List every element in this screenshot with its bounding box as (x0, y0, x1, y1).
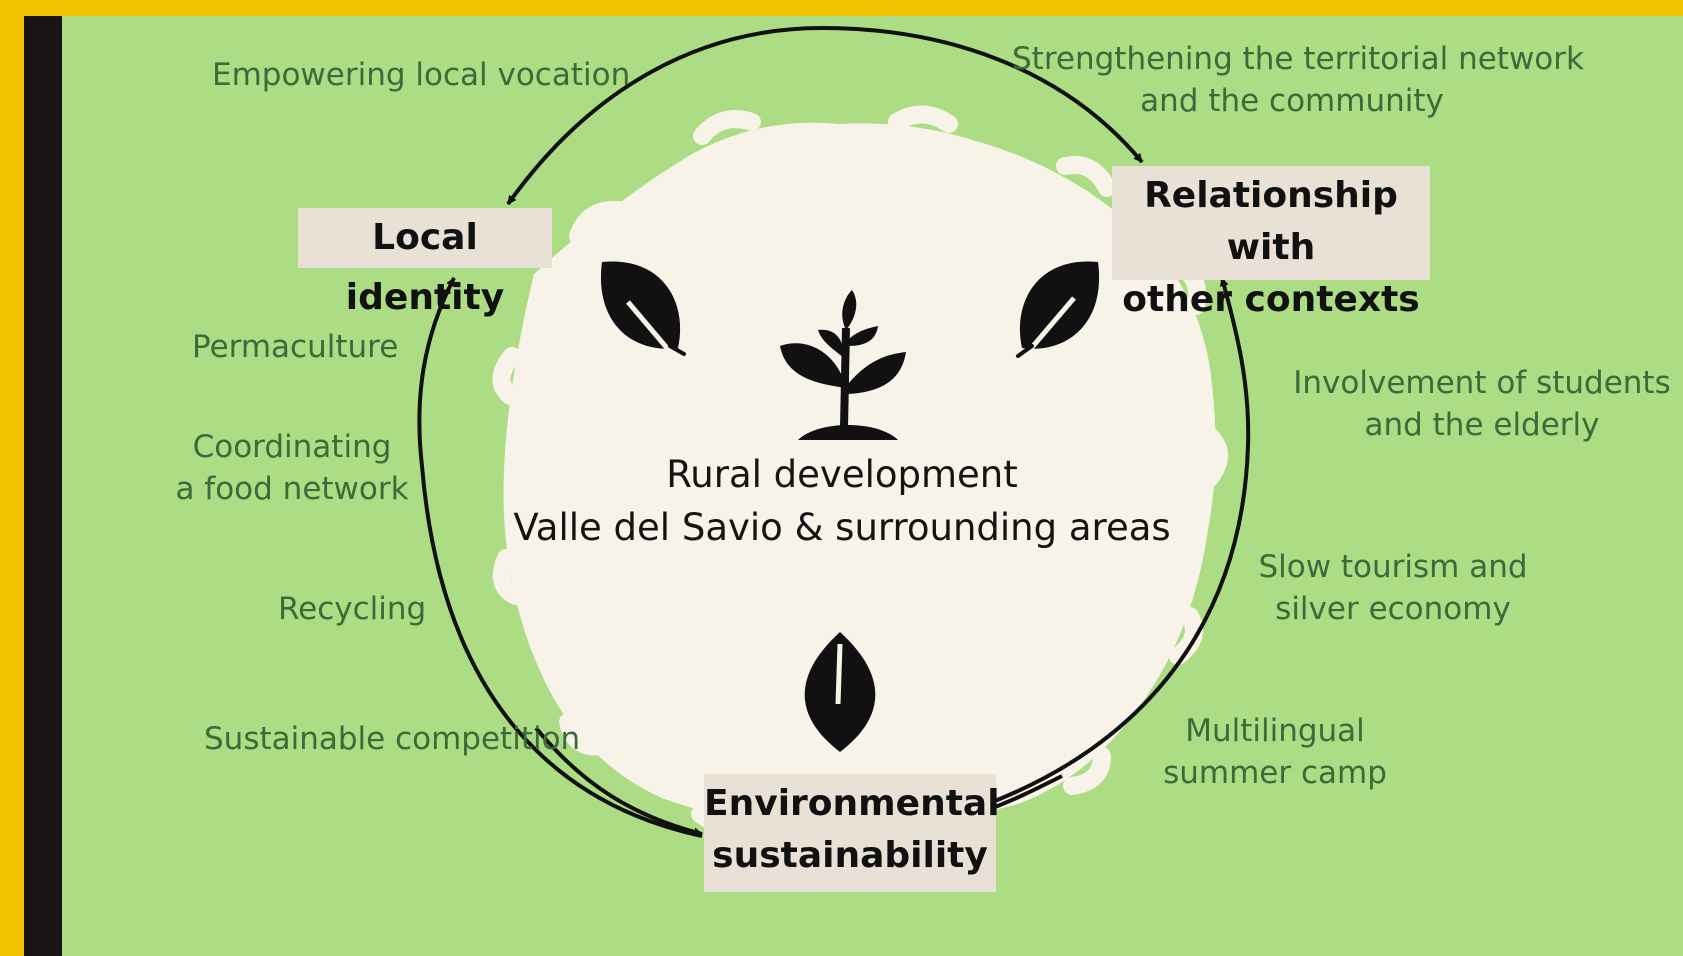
label-strengthening: Strengthening the territorial network an… (1012, 38, 1584, 122)
label-strengthening-line1: Strengthening the territorial network (1012, 41, 1584, 77)
arrow-top-right (821, 26, 1144, 164)
label-camp: Multilingual summer camp (1160, 710, 1390, 794)
center-title: Rural development Valle del Savio & surr… (492, 448, 1192, 554)
node-local-identity-label: Local identity (345, 217, 505, 318)
label-tourism: Slow tourism and silver economy (1258, 546, 1528, 630)
label-camp-line1: Multilingual (1185, 713, 1365, 749)
leaf-icon (804, 632, 876, 752)
leaf-icon (600, 261, 686, 356)
label-students: Involvement of students and the elderly (1262, 362, 1683, 446)
arrow-left-bottom (534, 726, 703, 837)
label-recycling: Recycling (278, 591, 427, 627)
label-tourism-line2: silver economy (1275, 591, 1511, 627)
label-permaculture: Permaculture (192, 329, 399, 365)
node-environmental-line2: sustainability (712, 835, 988, 876)
arrow-right (981, 277, 1251, 808)
node-environmental: Environmental sustainability (704, 774, 1000, 892)
diagram-frame: Rural development Valle del Savio & surr… (24, 16, 1683, 956)
label-students-line1: Involvement of students (1293, 365, 1671, 401)
node-relationship-line2: other contexts (1122, 279, 1420, 320)
label-empowering: Empowering local vocation (212, 57, 631, 93)
node-local-identity: Local identity (298, 208, 552, 318)
label-tourism-line1: Slow tourism and (1258, 549, 1528, 585)
center-title-line2: Valle del Savio & surrounding areas (513, 506, 1171, 549)
arrow-top-left (506, 26, 823, 206)
label-students-line2: and the elderly (1364, 407, 1600, 443)
diagram-artwork (417, 26, 1251, 846)
label-camp-line2: summer camp (1163, 755, 1387, 791)
label-food-network: Coordinating a food network (172, 426, 412, 510)
label-strengthening-line2: and the community (1140, 83, 1444, 119)
sprout-icon (780, 290, 906, 440)
node-relationship: Relationship with other contexts (1112, 166, 1430, 320)
label-food-network-line1: Coordinating (192, 429, 392, 465)
node-environmental-line1: Environmental (704, 783, 1000, 824)
center-title-line1: Rural development (666, 453, 1018, 496)
node-relationship-line1: Relationship with (1144, 175, 1398, 268)
diagram-panel: Rural development Valle del Savio & surr… (62, 16, 1683, 956)
leaf-icon (1016, 261, 1100, 358)
label-competition: Sustainable competition (204, 721, 581, 757)
arrow-left (417, 277, 703, 838)
label-food-network-line2: a food network (175, 471, 409, 507)
